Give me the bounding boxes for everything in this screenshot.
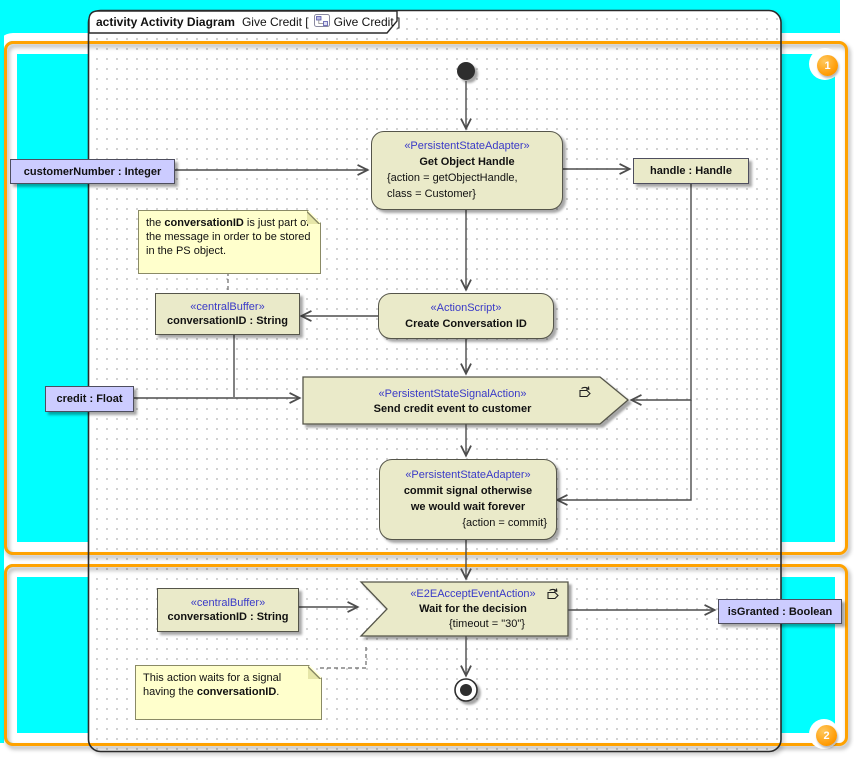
accept-event-icon [545,587,560,604]
action-wait-for-decision[interactable]: «E2EAcceptEventAction» Wait for the deci… [383,586,563,633]
stereotype-label: «ActionScript» [430,301,502,314]
action-constraint: {action = getObjectHandle, [387,172,518,184]
note2-anchor-line [320,644,367,669]
action-constraint: class = Customer} [387,188,476,200]
action-constraint: {action = commit} [462,517,547,529]
object-node-customernumber[interactable]: customerNumber : Integer [10,159,175,184]
note-conversationid[interactable]: the conversationID is just part of the m… [138,210,321,274]
action-commit-signal[interactable]: «PersistentStateAdapter» commit signal o… [379,459,557,540]
send-signal-icon [577,385,592,402]
edge-handle-to-send-credit-tip[interactable] [629,182,692,406]
buffer-name: conversationID : String [166,314,289,327]
frame1-number-badge[interactable]: 1 [817,55,838,76]
action-name: we would wait forever [410,501,526,513]
canvas-left-edge [0,33,4,743]
action-name: Create Conversation ID [405,317,527,330]
badge-number: 1 [824,59,831,72]
action-send-credit-event[interactable]: «PersistentStateSignalAction» Send credi… [310,381,595,423]
object-node-label: credit : Float [56,393,123,405]
action-create-conversation-id[interactable]: «ActionScript» Create Conversation ID [378,293,554,339]
note-text: This action waits for a signal having th… [143,672,282,698]
object-node-handle[interactable]: handle : Handle [633,158,749,184]
initial-node[interactable] [457,62,475,80]
note-text: is just part of the message in order to … [146,217,311,257]
central-buffer-conversationid-2[interactable]: «centralBuffer» conversationID : String [157,588,299,632]
activity-diagram-icon [313,14,330,30]
central-buffer-conversationid-1[interactable]: «centralBuffer» conversationID : String [155,293,300,335]
accept-event-action-shape[interactable] [359,581,569,637]
object-node-label: isGranted : Boolean [727,605,833,618]
tab-name-close: Give Credit ] [333,15,401,29]
frame2-number-badge[interactable]: 2 [816,725,837,746]
group-frame-1[interactable] [4,41,848,555]
group-frame-2[interactable] [4,564,848,746]
diagram-frame-border[interactable] [87,9,782,753]
tab-name-open: Give Credit [ [241,15,309,29]
note-text: . [276,686,280,698]
note-text-bold: conversationID [164,217,244,229]
note-text: the [146,217,165,229]
final-node[interactable] [454,678,478,702]
action-name: Send credit event to customer [373,403,532,415]
stereotype-label: «centralBuffer» [190,596,266,609]
note-text-bold: conversationID [196,686,277,698]
action-name: commit signal otherwise [403,485,533,497]
action-name: Get Object Handle [419,156,515,168]
control-flow-edges[interactable] [133,81,717,678]
badge-number: 2 [823,729,830,742]
stereotype-label: «PersistentStateSignalAction» [378,388,527,400]
note-wait-signal[interactable]: This action waits for a signal having th… [135,665,322,720]
action-name: Wait for the decision [419,603,527,615]
buffer-name: conversationID : String [167,610,289,623]
tab-kind-label: activity Activity Diagram [96,15,235,29]
stereotype-label: «centralBuffer» [190,300,265,313]
stereotype-label: «PersistentStateAdapter» [405,469,531,481]
object-node-isgranted[interactable]: isGranted : Boolean [718,599,842,624]
object-node-label: handle : Handle [650,165,732,177]
object-node-credit[interactable]: credit : Float [45,386,134,412]
edge-handle-to-commit[interactable] [555,400,692,506]
action-constraint: {timeout = "30"} [448,618,525,630]
diagram-title-tab[interactable]: activity Activity Diagram Give Credit [ … [96,14,404,30]
send-signal-action-shape[interactable] [302,376,630,425]
stereotype-label: «PersistentStateAdapter» [404,140,530,152]
stereotype-label: «E2EAcceptEventAction» [410,588,536,600]
object-node-label: customerNumber : Integer [23,165,162,178]
action-get-object-handle[interactable]: «PersistentStateAdapter» Get Object Hand… [371,131,563,210]
